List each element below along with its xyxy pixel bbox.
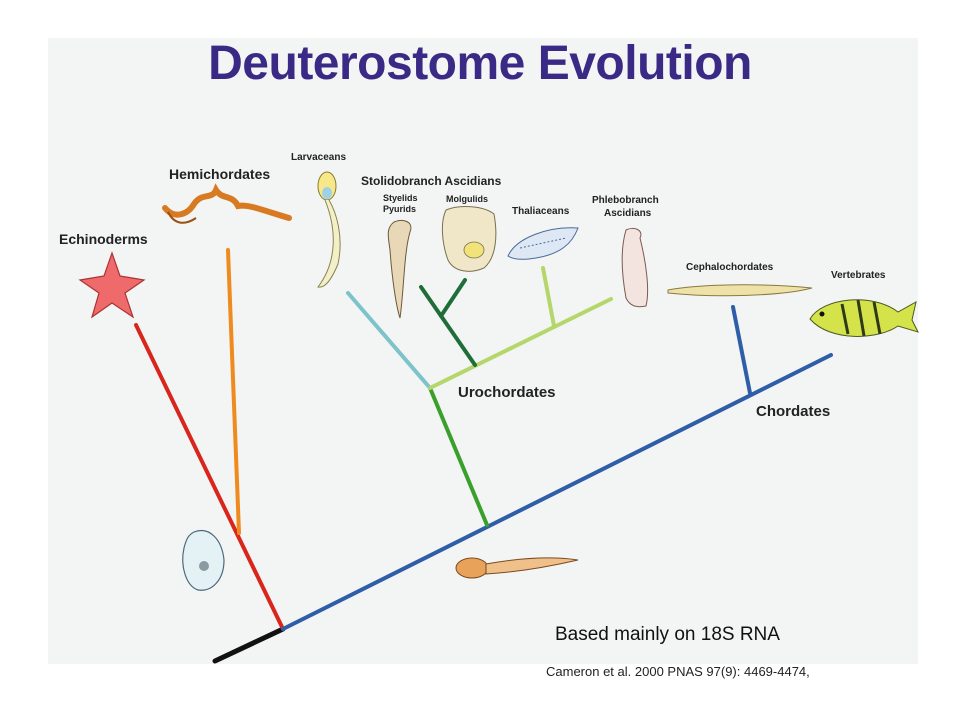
thaliacean-branch: [541, 266, 556, 328]
salp-icon: [507, 227, 579, 260]
hemichordate-branch: [226, 248, 241, 535]
data-source-note: Based mainly on 18S RNA: [555, 624, 780, 645]
ascidian-thaliacean-branch: [428, 297, 613, 390]
urochordate-stem: [428, 386, 489, 527]
label-stolidobranch-ascidians: Stolidobranch Ascidians: [361, 174, 502, 188]
label-chordates: Chordates: [756, 403, 831, 420]
tornaria-larva-icon: [182, 530, 225, 591]
molgulid-icon: [441, 206, 497, 272]
cephalochordate-branch: [731, 305, 752, 395]
label-pyurids: Pyurids: [383, 204, 417, 214]
label-thaliaceans: Thaliaceans: [512, 206, 570, 217]
label-vertebrates: Vertebrates: [831, 270, 886, 281]
molgulid-branch: [439, 278, 467, 318]
larvacean-branch: [346, 291, 432, 390]
label-cephalochordates: Cephalochordates: [686, 262, 774, 273]
stolidobranch-branch: [419, 285, 477, 367]
page-title: Deuterostome Evolution: [208, 37, 752, 90]
label-styelids: Styelids: [383, 193, 418, 203]
larvacean-icon: [317, 171, 341, 288]
styelid-ascidian-icon: [387, 219, 412, 319]
label-hemichordates: Hemichordates: [169, 166, 271, 182]
label-larvaceans: Larvaceans: [291, 152, 347, 163]
phlebobranch-ascidian-icon: [621, 227, 649, 308]
label-echinoderms: Echinoderms: [59, 231, 148, 247]
citation: Cameron et al. 2000 PNAS 97(9): 4469-447…: [546, 664, 810, 679]
tadpole-larva-icon: [455, 557, 579, 579]
starfish-icon: [78, 251, 146, 319]
chordate-branch: [281, 353, 833, 631]
label-molgulids: Molgulids: [446, 194, 488, 204]
label-ascidians: Ascidians: [604, 208, 652, 219]
echinoderm-branch: [134, 323, 285, 631]
label-urochordates: Urochordates: [458, 384, 556, 401]
root-branch: [212, 626, 286, 664]
fish-icon: [809, 299, 919, 337]
lancelet-icon: [667, 284, 813, 297]
acorn-worm-icon: [162, 183, 292, 224]
label-phlebobranch: Phlebobranch: [592, 195, 659, 206]
